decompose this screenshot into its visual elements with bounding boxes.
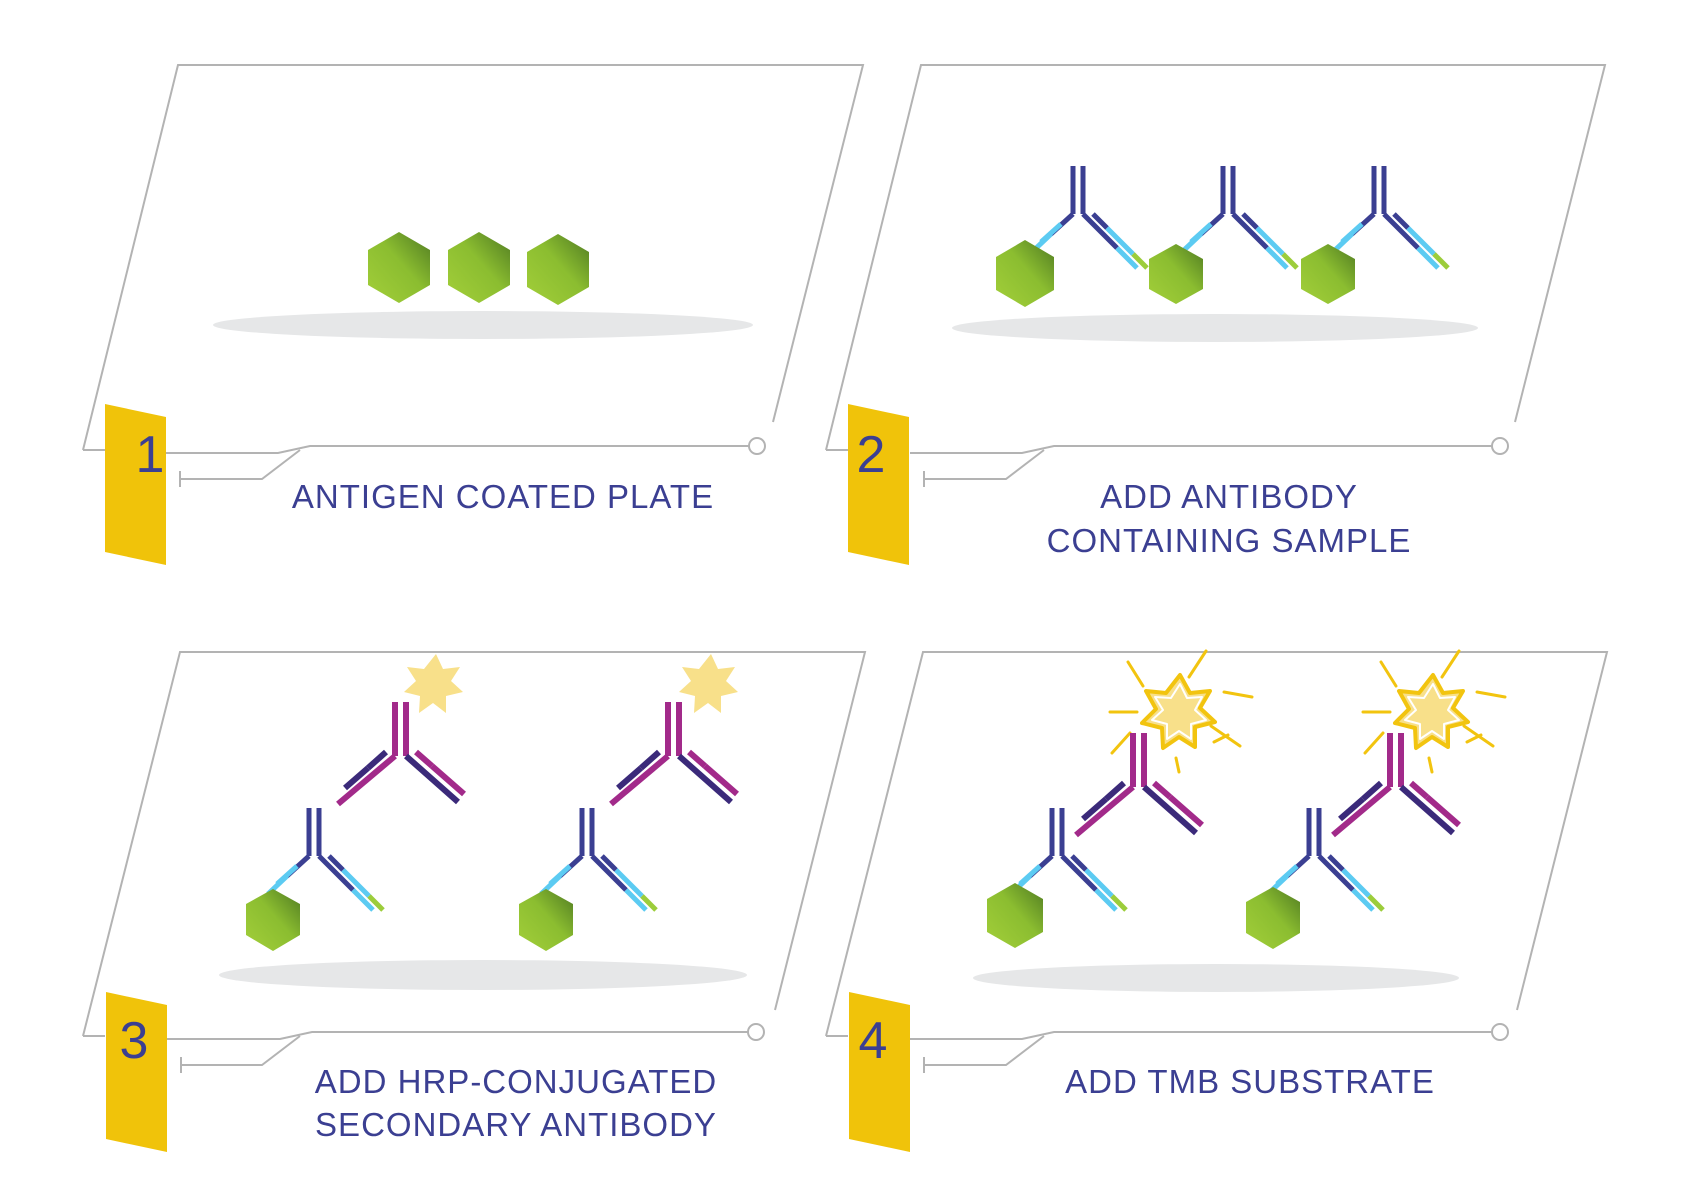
step-number: 4 [859,1012,888,1070]
plate-frame [825,64,1607,451]
step-callout-line [83,1031,752,1073]
primary-antibody [539,808,658,912]
secondary-antibody [1331,733,1461,838]
step-number: 3 [120,1012,149,1070]
primary-antibody [1180,166,1299,270]
plate-surface-shadow [952,314,1478,342]
primary-antibody [1009,808,1128,912]
step-number: 2 [857,426,886,484]
step-caption-line-1: ANTIGEN COATED PLATE [292,478,714,515]
antigen-hexagon [519,889,573,951]
step-caption-line-2: SECONDARY ANTIBODY [315,1106,717,1143]
step-callout-line [826,445,1496,487]
plate-surface-shadow [219,960,747,990]
step-callout-line [83,445,753,487]
callout-end-circle [747,1023,765,1041]
secondary-antibody [609,702,739,807]
primary-antibody [1266,808,1385,912]
secondary-antibody [1074,733,1204,838]
hrp-enzyme-star [404,654,463,713]
panel-step-1: 1 ANTIGEN COATED PLATE [82,64,865,565]
antigen-hexagon [996,240,1054,307]
antigen-hexagon [1301,244,1355,304]
primary-antibody [266,808,385,912]
antigen-hexagon [1246,887,1300,949]
antigen-hexagon [448,232,510,303]
callout-end-circle [1491,437,1509,455]
antigen-hexagon [1149,244,1203,304]
callout-end-circle [1491,1023,1509,1041]
hrp-enzyme-star [679,654,738,713]
step-number: 1 [136,426,165,484]
step-caption-line-1: ADD TMB SUBSTRATE [1065,1063,1435,1100]
step-callout-line [826,1031,1496,1073]
step-number-tab [106,992,167,1152]
tmb-reaction-starburst [1361,649,1507,774]
antigen-hexagon [527,234,589,305]
antigen-hexagon [987,883,1043,948]
step-number-tab [848,404,909,565]
panel-step-2: 2 ADD ANTIBODY CONTAINING SAMPLE [825,64,1607,565]
antigen-group [368,232,589,305]
plate-frame [82,64,865,451]
step-caption-line-1: ADD HRP-CONJUGATED [315,1063,717,1100]
antigen-hexagon [368,232,430,303]
step-number-tab [849,992,910,1152]
primary-antibody [1331,166,1450,270]
plate-frame [825,651,1609,1037]
plate-surface-shadow [973,964,1459,992]
panel-step-4: 4 ADD TMB SUBSTRATE [825,649,1609,1152]
primary-antibody [1030,166,1149,270]
callout-end-circle [748,437,766,455]
step-caption-line-1: ADD ANTIBODY [1100,478,1358,515]
plate-surface-shadow [213,311,753,339]
secondary-antibody [336,702,466,807]
step-caption-line-2: CONTAINING SAMPLE [1047,522,1412,559]
step-number-tab [105,404,166,565]
tmb-reaction-starburst [1108,649,1254,774]
panel-step-3: 3 ADD HRP-CONJUGATED SECONDARY ANTIBODY [82,651,867,1152]
antigen-hexagon [246,889,300,951]
plate-frame [82,651,867,1037]
